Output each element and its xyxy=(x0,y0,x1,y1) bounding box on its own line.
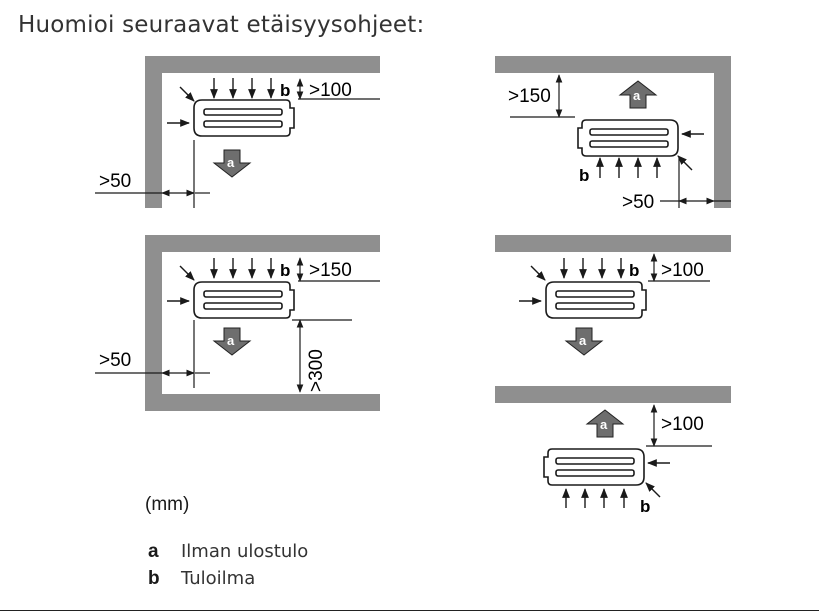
intake-arrows xyxy=(596,130,704,178)
legend-label: Ilman ulostulo xyxy=(181,541,309,562)
dimension-bottom: >300 xyxy=(306,349,327,392)
legend-item-b: b Tuloilma xyxy=(148,568,255,590)
clearance-top xyxy=(646,404,712,447)
label-a: a xyxy=(227,333,235,348)
legend-label: Tuloilma xyxy=(181,568,256,589)
outlet-arrow: a xyxy=(618,80,658,109)
clearance-top xyxy=(296,78,380,100)
clearance-top xyxy=(648,253,710,282)
diagram-2: b a >150 >50 xyxy=(495,56,731,213)
intake-arrows xyxy=(167,258,275,305)
clearance-top xyxy=(296,257,380,282)
legend-key: a xyxy=(148,541,159,562)
dimension-top: >100 xyxy=(309,80,352,101)
intake-arrows xyxy=(519,258,625,305)
label-b: b xyxy=(640,497,650,516)
page-title: Huomioi seuraavat etäisyysohjeet: xyxy=(18,12,425,38)
clearance-bottom xyxy=(292,319,352,393)
indoor-unit xyxy=(577,119,679,157)
label-b: b xyxy=(280,261,290,280)
indoor-unit xyxy=(545,281,647,319)
label-a: a xyxy=(633,88,641,103)
wall xyxy=(145,56,380,208)
diagram-5: b a >100 xyxy=(495,386,731,516)
unit-label: (mm) xyxy=(145,494,190,515)
clearance-side xyxy=(660,158,731,208)
wall xyxy=(495,235,731,252)
outlet-arrow: a xyxy=(212,327,252,356)
wall xyxy=(495,386,731,403)
legend-item-a: a Ilman ulostulo xyxy=(148,541,308,563)
wall xyxy=(495,56,731,208)
label-a: a xyxy=(227,155,235,170)
dimension-top: >100 xyxy=(661,260,704,281)
intake-arrows xyxy=(562,459,670,508)
outlet-arrow: a xyxy=(212,149,252,178)
dimension-side: >50 xyxy=(622,192,654,213)
outlet-arrow: a xyxy=(585,409,625,438)
indoor-unit xyxy=(193,281,295,319)
label-b: b xyxy=(579,166,589,185)
legend-key: b xyxy=(148,568,160,589)
diagram-1: b >100 a >50 xyxy=(95,56,380,208)
label-a: a xyxy=(600,417,608,432)
intake-arrows xyxy=(167,78,275,127)
dimension-side: >50 xyxy=(99,171,131,192)
label-a: a xyxy=(579,333,587,348)
dimension-top: >150 xyxy=(508,86,551,107)
clearance-side xyxy=(95,320,210,388)
outlet-arrow: a xyxy=(564,327,604,356)
divider xyxy=(0,610,819,611)
clearance-top xyxy=(510,74,575,118)
dimension-side: >50 xyxy=(99,350,131,371)
diagram-4: b >100 a xyxy=(495,235,731,356)
dimension-top: >150 xyxy=(309,260,352,281)
label-b: b xyxy=(629,261,639,280)
indoor-unit xyxy=(193,99,295,137)
indoor-unit xyxy=(543,448,645,486)
dimension-top: >100 xyxy=(661,414,704,435)
clearance-side xyxy=(95,140,210,208)
diagram-3: b >150 a >300 >50 xyxy=(95,235,380,411)
label-b: b xyxy=(280,81,290,100)
